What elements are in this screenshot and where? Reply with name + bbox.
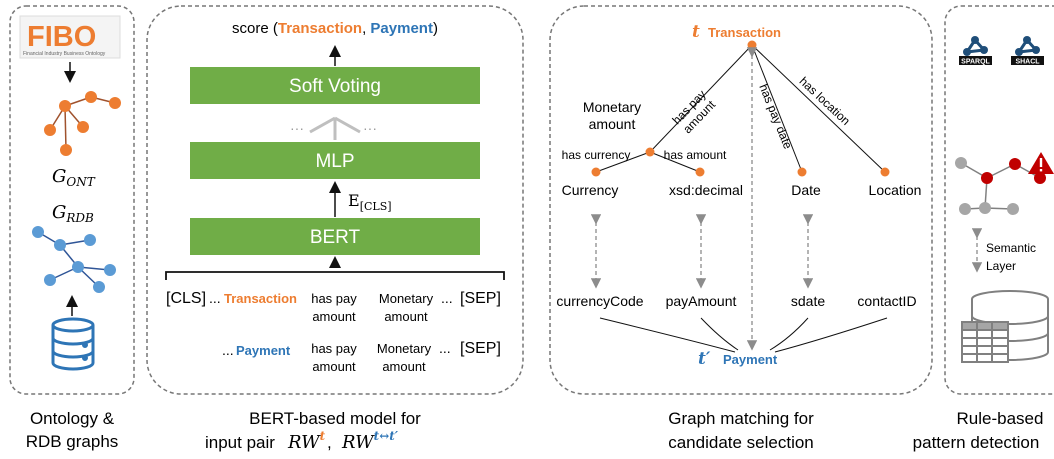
row1-has-pay-2: amount: [312, 309, 356, 324]
g-rdb-label: GRDB: [52, 202, 94, 225]
input-bracket: [165, 271, 505, 280]
svg-text:RWt: RWt: [287, 429, 326, 453]
fibo-logo: FIBO Financial Industry Business Ontolog…: [19, 15, 121, 59]
fibo-subtitle: Financial Industry Business Ontology: [23, 51, 106, 57]
panel4-caption-line2: pattern detection: [913, 433, 1040, 452]
transaction-node: [747, 40, 757, 50]
date-node: [797, 167, 807, 177]
sdate-label: sdate: [791, 293, 825, 309]
shacl-icon: SHACL: [1011, 36, 1044, 66]
row2-monetary-1: Monetary: [377, 341, 432, 356]
row1-has-pay-1: has pay: [311, 291, 357, 306]
bert-box: [190, 218, 480, 255]
panel1-border: [9, 5, 135, 395]
fibo-text: FIBO: [27, 21, 96, 53]
panel4-caption-line1: Rule-based: [957, 409, 1044, 428]
edge-has-currency: has currency: [562, 148, 631, 162]
date-label: Date: [791, 182, 821, 198]
violation-graph: [955, 157, 1046, 215]
dots-left: ···: [290, 120, 304, 136]
ontology-graph: [44, 91, 121, 156]
panel-bert-model: score (Transaction, Payment) Soft Voting…: [146, 5, 524, 453]
transaction-label: Transaction: [708, 25, 781, 40]
payment-label: Payment: [723, 352, 778, 367]
edge-has-location: has location: [797, 74, 853, 128]
database-icon: [51, 317, 95, 371]
row2-ellipsis2: ...: [439, 340, 451, 356]
panel1-caption-line2: RDB graphs: [26, 432, 119, 451]
mlp-label: MLP: [315, 151, 354, 172]
svg-text:SPARQL: SPARQL: [961, 59, 990, 66]
location-label: Location: [869, 182, 922, 198]
row1-monetary-2: amount: [384, 309, 428, 324]
row2-has-pay-2: amount: [312, 359, 356, 374]
input-row-2: ... Payment has pay amount Monetary amou…: [222, 340, 501, 374]
voting-chevron: ··· ···: [290, 116, 377, 140]
svg-text:has location: has location: [797, 74, 853, 128]
contact-id-label: contactID: [857, 293, 916, 309]
database-table-icon: [961, 290, 1049, 363]
edge-has-pay-date: has pay date: [756, 82, 795, 151]
mapping-arrows: [590, 47, 814, 351]
dots-right: ···: [363, 120, 377, 136]
t-prime-symbol: t′: [698, 349, 711, 369]
panel3-caption-line1: Graph matching for: [668, 409, 814, 428]
edge-has-pay-amount: has pay amount: [669, 87, 718, 136]
panel4-border: [944, 5, 1054, 395]
row2-sep: [SEP]: [460, 340, 501, 357]
panel2-caption-line2: input pair RWt , RWt↔t′: [205, 429, 399, 453]
soft-voting-label: Soft Voting: [289, 76, 381, 97]
semantic-label-1: Semantic: [986, 241, 1036, 255]
monetary-amount-node: [645, 147, 655, 157]
monetary-label-1: Monetary: [583, 99, 641, 115]
decimal-node: [695, 167, 705, 177]
panel3-caption-line2: candidate selection: [668, 433, 814, 452]
row1-ellipsis2: ...: [441, 290, 453, 306]
rdb-edges: [599, 317, 888, 353]
currency-code-label: currencyCode: [556, 293, 643, 309]
soft-voting-box: [190, 67, 480, 104]
g-ont-label: GONT: [52, 166, 96, 189]
score-label: score (Transaction, Payment): [232, 20, 438, 37]
rdb-graph: [32, 226, 116, 293]
bert-label: BERT: [310, 227, 361, 248]
warning-icon: [1028, 152, 1054, 174]
panel-ontology-rdb: FIBO Financial Industry Business Ontolog…: [9, 5, 135, 451]
svg-text:SHACL: SHACL: [1015, 59, 1040, 66]
row1-transaction: Transaction: [224, 291, 297, 306]
row2-ellipsis: ...: [222, 342, 234, 358]
row2-has-pay-1: has pay: [311, 341, 357, 356]
input-row-1: [CLS] ... Transaction has pay amount Mon…: [166, 290, 501, 324]
panel-rule-detection: SPARQL SHACL: [913, 5, 1054, 452]
svg-text:has pay date: has pay date: [756, 82, 795, 151]
pay-amount-label: payAmount: [666, 293, 737, 309]
row2-payment: Payment: [236, 343, 291, 358]
panel2-border: [146, 5, 524, 395]
svg-text:RWt↔t′: RWt↔t′: [341, 429, 399, 453]
row2-monetary-2: amount: [382, 359, 426, 374]
currency-label: Currency: [562, 182, 619, 198]
svg-text:,: ,: [327, 433, 332, 452]
mlp-box: [190, 142, 480, 179]
row1-sep: [SEP]: [460, 290, 501, 307]
ontology-edges: [595, 44, 886, 173]
panel-graph-matching: t Transaction Monetary amount has pay am…: [549, 5, 933, 452]
currency-node: [591, 167, 601, 177]
t-symbol: t: [692, 22, 700, 42]
decimal-label: xsd:decimal: [669, 182, 743, 198]
location-node: [880, 167, 890, 177]
sparql-icon: SPARQL: [959, 36, 992, 66]
edge-has-amount: has amount: [664, 148, 727, 162]
row1-monetary-1: Monetary: [379, 291, 434, 306]
panel2-caption-line1: BERT-based model for: [249, 409, 421, 428]
cls-token: [CLS]: [166, 290, 206, 307]
semantic-label-2: Layer: [986, 259, 1016, 273]
row1-ellipsis: ...: [209, 290, 221, 306]
panel1-caption-line1: Ontology &: [30, 409, 115, 428]
monetary-label-2: amount: [589, 116, 636, 132]
svg-text:input pair: input pair: [205, 433, 275, 452]
panel3-border: [549, 5, 933, 395]
ecls-label: E[CLS]: [348, 191, 392, 213]
